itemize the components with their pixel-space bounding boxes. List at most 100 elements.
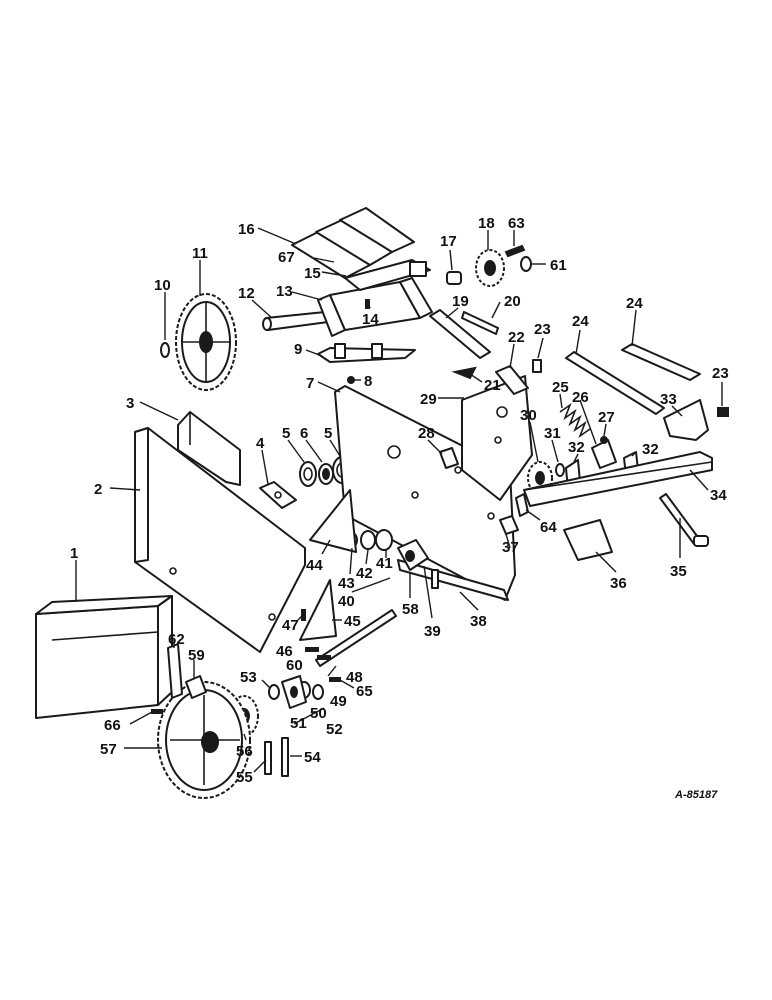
part-18-sprocket: [475, 249, 505, 287]
callout-22: 22: [508, 329, 525, 346]
callout-1: 1: [70, 545, 78, 562]
callout-39: 39: [424, 623, 441, 640]
callout-5-left: 5: [282, 425, 290, 442]
callout-53: 53: [240, 669, 257, 686]
leader-3: [139, 401, 179, 421]
callout-11: 11: [192, 245, 208, 262]
callout-28: 28: [418, 425, 435, 442]
callout-10: 10: [154, 277, 171, 294]
part-4-bracket: [259, 481, 297, 509]
part-55-strap: [264, 741, 272, 775]
part-39-key: [431, 569, 439, 589]
part-12-shaft: [262, 311, 329, 331]
callout-64: 64: [540, 519, 557, 536]
callout-2: 2: [94, 481, 102, 498]
part-51-flange-bearing: [281, 675, 307, 709]
part-34-angle-bar: [523, 451, 713, 507]
part-9-lug-shaft: [317, 343, 416, 363]
leader-30: [529, 421, 539, 463]
leader-13: [291, 291, 323, 301]
callout-5-right: 5: [324, 425, 332, 442]
callout-21: 21: [484, 377, 501, 394]
leader-14: [367, 301, 371, 309]
callout-30: 30: [520, 407, 537, 424]
part-36-plate: [563, 519, 613, 561]
callout-24-right: 24: [626, 295, 643, 312]
part-61-ring: [520, 256, 532, 272]
leader-23a: [537, 337, 544, 359]
leader-15: [321, 271, 347, 277]
leader-7: [317, 381, 341, 393]
callout-3: 3: [126, 395, 134, 412]
part-31-collar: [555, 463, 565, 477]
leader-52: [293, 707, 325, 725]
callout-38: 38: [470, 613, 487, 630]
leader-55: [253, 759, 267, 773]
leader-16: [257, 227, 297, 245]
callout-65: 65: [356, 683, 373, 700]
callout-23-upper: 23: [534, 321, 551, 338]
leader-33: [671, 405, 683, 417]
part-53-ring: [268, 684, 280, 700]
part-3-cover: [177, 411, 241, 486]
leader-37: [505, 533, 511, 549]
leader-43: [349, 547, 353, 575]
part-49-collar: [312, 684, 324, 700]
part-2-side-panel: [134, 427, 306, 653]
part-60-pin: [317, 655, 331, 660]
part-11-large-sprocket: [175, 293, 237, 391]
part-8-bolt: [347, 376, 361, 384]
part-33-angle-bracket: [663, 399, 709, 441]
part-5-ring-left: [299, 461, 317, 487]
leader-19: [445, 307, 459, 319]
callout-32-left: 32: [568, 439, 585, 456]
callout-56: 56: [236, 743, 253, 760]
callout-15: 15: [304, 265, 321, 282]
callout-37: 37: [502, 539, 519, 556]
part-58-bearing: [397, 539, 429, 571]
leader-lines: [75, 227, 723, 773]
part-19-link: [429, 309, 491, 359]
part-44-triangle-plate: [309, 489, 357, 553]
part-27-nut: [600, 436, 608, 444]
callout-55: 55: [236, 769, 253, 786]
callout-9: 9: [294, 341, 302, 358]
callout-16: 16: [238, 221, 255, 238]
leader-28: [427, 439, 443, 455]
callout-17: 17: [440, 233, 457, 250]
leader-5a: [287, 439, 305, 463]
callout-42: 42: [356, 565, 373, 582]
callout-27: 27: [598, 409, 615, 426]
callout-60: 60: [286, 657, 303, 674]
part-23-bolt-left: [532, 359, 542, 373]
leader-64: [525, 509, 541, 521]
part-37-clip: [499, 515, 519, 535]
part-65-pin: [329, 677, 341, 682]
callout-24-left: 24: [572, 313, 589, 330]
leader-36: [595, 551, 617, 573]
callout-12: 12: [238, 285, 255, 302]
part-38-flange: [397, 559, 509, 601]
leader-48: [327, 665, 337, 677]
leader-38: [459, 591, 479, 611]
part-25-spring: [559, 402, 591, 439]
part-41-bearing-flange: [375, 529, 393, 551]
callout-46: 46: [276, 643, 293, 660]
part-10-washer: [160, 342, 170, 358]
leader-44: [321, 539, 331, 555]
part-45-triangle-plate: [299, 579, 337, 641]
leader-65: [339, 679, 355, 689]
part-22-lever: [495, 365, 529, 395]
part-63-key: [504, 244, 526, 258]
callout-52: 52: [326, 721, 343, 738]
figure-reference-code: A-85187: [674, 789, 718, 801]
callout-29: 29: [420, 391, 437, 408]
leader-66: [129, 711, 153, 725]
callout-49: 49: [330, 693, 347, 710]
callout-62: 62: [168, 631, 185, 648]
callout-63: 63: [508, 215, 525, 232]
leader-24a: [575, 329, 581, 355]
callout-47: 47: [282, 617, 299, 634]
leader-34: [689, 469, 709, 491]
